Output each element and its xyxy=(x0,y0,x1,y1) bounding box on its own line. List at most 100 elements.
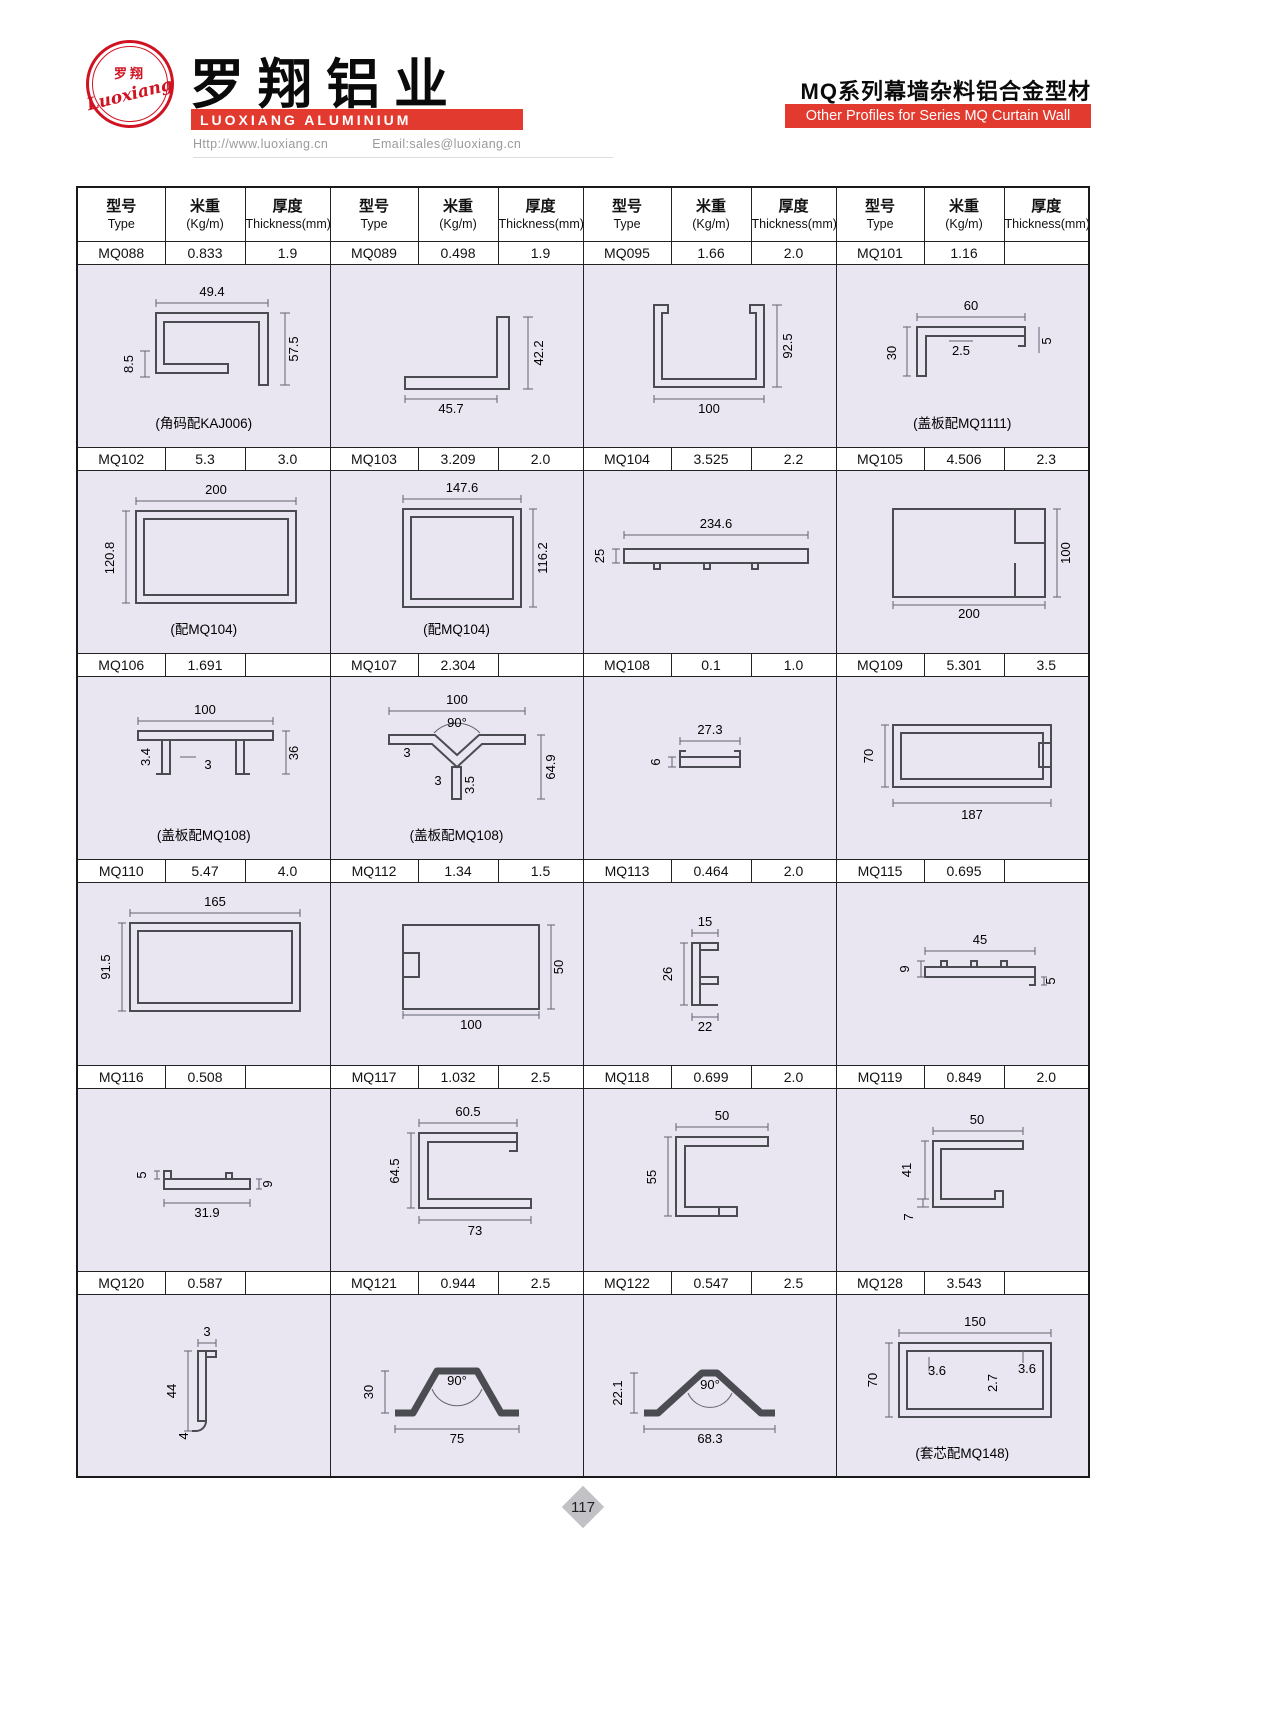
dim-label: 147.6 xyxy=(446,480,479,495)
profile-thickness: 1.5 xyxy=(497,858,584,883)
profile-type: MQ106 xyxy=(76,652,166,677)
profile-diagram: 60 2.5 5 30 xyxy=(884,298,1054,377)
profile-diagram: 50 55 xyxy=(644,1108,769,1217)
profile-weight: 1.16 xyxy=(923,240,1005,265)
profile-diagram: 5 9 31.9 xyxy=(134,1169,275,1220)
profile-diagram: 100 3.4 3 36 xyxy=(137,702,301,775)
logo-text-script: Luoxiang xyxy=(85,74,175,116)
dimension-lines xyxy=(402,494,537,607)
dim-label: 3.4 xyxy=(138,747,153,765)
profile-type: MQ128 xyxy=(835,1270,925,1295)
profile-diagram: 165 91.5 xyxy=(98,894,302,1012)
profile-weight: 1.032 xyxy=(417,1064,499,1089)
company-logo: 罗翔 Luoxiang xyxy=(85,40,175,128)
profile-thickness: 1.0 xyxy=(750,652,837,677)
dimension-lines xyxy=(407,1118,532,1224)
drawing-row: 165 91.5 50 100 15 26 22 xyxy=(76,881,1090,1066)
profile-weight: 1.66 xyxy=(670,240,752,265)
profile-thickness: 2.5 xyxy=(497,1064,584,1089)
drawing-note: (盖板配MQ108) xyxy=(409,827,504,843)
dim-label: 41 xyxy=(899,1162,914,1176)
profile-diagram: 42.2 45.7 xyxy=(404,315,546,415)
profile-type: MQ122 xyxy=(582,1270,672,1295)
profile-diagram: 147.6 116.2 xyxy=(402,480,550,608)
dimension-lines xyxy=(154,1170,263,1207)
profile-drawing-mq109: 70 187 xyxy=(835,675,1090,860)
dim-label: 3.6 xyxy=(1018,1361,1036,1376)
profile-drawing-mq118: 50 55 xyxy=(582,1087,837,1272)
profile-weight: 0.695 xyxy=(923,858,1005,883)
page-number: 117 xyxy=(571,1498,595,1516)
page-number-badge: 117 xyxy=(564,1488,602,1526)
profile-type: MQ105 xyxy=(835,446,925,471)
profile-type: MQ101 xyxy=(835,240,925,265)
profile-drawing-mq110: 165 91.5 xyxy=(76,881,331,1066)
profile-type: MQ121 xyxy=(329,1270,419,1295)
profile-type: MQ112 xyxy=(329,858,419,883)
profile-shape xyxy=(137,729,275,775)
profile-shape xyxy=(891,723,1052,788)
profile-weight: 3.209 xyxy=(417,446,499,471)
profile-type: MQ118 xyxy=(582,1064,672,1089)
profile-thickness: 2.5 xyxy=(497,1270,584,1295)
dim-label: 55 xyxy=(644,1169,659,1183)
logo-text-cn: 罗翔 xyxy=(113,66,146,81)
profile-thickness xyxy=(1003,1270,1090,1295)
profile-shape xyxy=(891,507,1046,598)
dim-label: 64.5 xyxy=(387,1158,402,1183)
dim-label: 116.2 xyxy=(535,542,550,574)
dim-label: 70 xyxy=(865,1372,880,1386)
spec-row: MQ102 5.3 3.0 MQ103 3.209 2.0 MQ104 3.52… xyxy=(76,446,1090,471)
profile-diagram: 234.6 25 xyxy=(592,516,809,570)
profile-drawing-mq106: 100 3.4 3 36 (盖板配MQ108) xyxy=(76,675,331,860)
dim-label: 165 xyxy=(204,894,226,909)
dim-label: 22 xyxy=(698,1019,712,1033)
dimension-lines xyxy=(680,928,719,1021)
profile-shape xyxy=(402,923,540,1010)
profile-type: MQ109 xyxy=(835,652,925,677)
dim-label: 22.1 xyxy=(610,1380,625,1405)
dim-label: 91.5 xyxy=(98,954,113,979)
profile-thickness: 3.5 xyxy=(1003,652,1090,677)
profile-drawing-mq116: 5 9 31.9 xyxy=(76,1087,331,1272)
dim-label: 57.5 xyxy=(286,336,301,361)
spec-row: MQ088 0.833 1.9 MQ089 0.498 1.9 MQ095 1.… xyxy=(76,240,1090,265)
dimension-lines xyxy=(388,706,545,799)
dim-label: 3.6 xyxy=(928,1363,946,1378)
dimension-lines xyxy=(184,1338,217,1431)
dim-label: 150 xyxy=(964,1314,986,1329)
profile-drawing-mq112: 50 100 xyxy=(329,881,584,1066)
profile-shape xyxy=(897,1341,1052,1418)
profile-shape xyxy=(129,921,302,1012)
drawing-note: (盖板配MQ108) xyxy=(156,827,251,843)
profile-shape xyxy=(679,749,741,768)
dim-label: 45 xyxy=(973,932,987,947)
drawing-note: (角码配KAJ006) xyxy=(155,415,253,431)
drawing-note: (配MQ104) xyxy=(423,621,490,637)
dim-label: 5 xyxy=(1039,337,1054,344)
profile-shape xyxy=(135,509,298,604)
profile-weight: 1.691 xyxy=(164,652,246,677)
dim-label: 68.3 xyxy=(697,1431,722,1445)
profile-weight: 0.587 xyxy=(164,1270,246,1295)
col-header-weight: 米重(Kg/m) xyxy=(417,186,499,242)
dim-label: 100 xyxy=(460,1017,482,1032)
profile-shape xyxy=(691,941,719,1006)
profile-weight: 0.464 xyxy=(670,858,752,883)
drawing-note: (盖板配MQ1111) xyxy=(913,415,1012,431)
spec-row: MQ106 1.691 MQ107 2.304 MQ108 0.1 1.0 MQ… xyxy=(76,652,1090,677)
profile-drawing-mq101: 60 2.5 5 30 (盖板配MQ1111) xyxy=(835,263,1090,448)
website-url: Http://www.luoxiang.cn xyxy=(193,137,329,151)
dim-label: 44 xyxy=(164,1383,179,1397)
dim-label: 8.5 xyxy=(121,354,136,372)
drawing-row: 49.4 8.5 57.5 (角码配KAJ006) 42.2 45.7 xyxy=(76,263,1090,448)
profile-diagram: 50 100 xyxy=(402,923,566,1032)
col-header-weight: 米重(Kg/m) xyxy=(923,186,1005,242)
col-header-weight: 米重(Kg/m) xyxy=(670,186,752,242)
profile-diagram: 27.3 6 xyxy=(648,722,741,768)
